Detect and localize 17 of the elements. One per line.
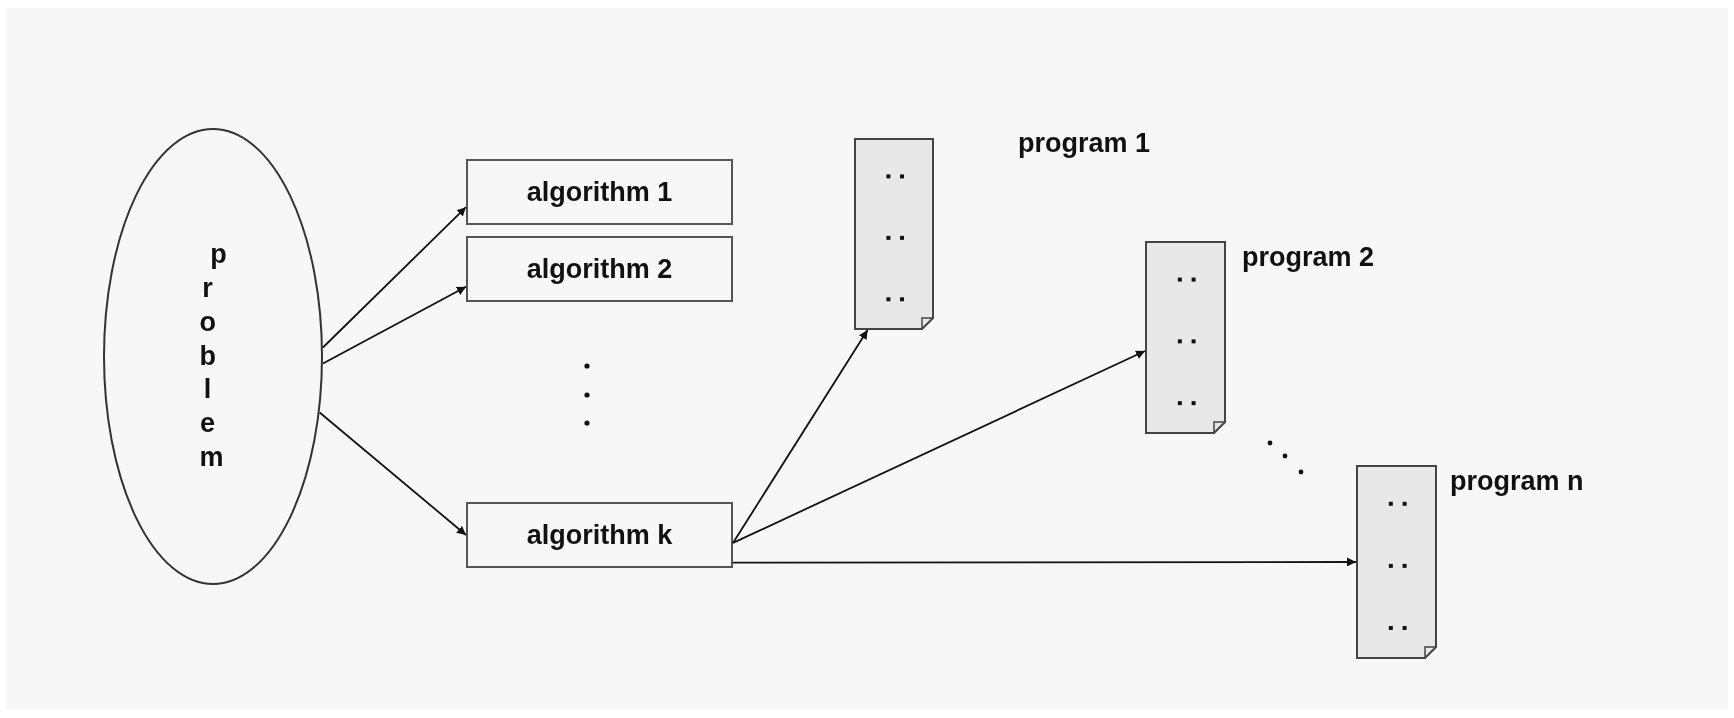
- problem-ellipse: [103, 128, 323, 585]
- arrow: [322, 285, 467, 365]
- vertical-label: problem: [199, 238, 227, 474]
- document-icon: [1145, 241, 1226, 434]
- arrow: [318, 411, 467, 536]
- arrow: [732, 329, 869, 544]
- arrow: [322, 206, 467, 349]
- algorithm-box: algorithm 2: [466, 236, 733, 302]
- program-label: program n: [1450, 466, 1584, 497]
- document-icon: [854, 138, 934, 330]
- algorithm-box: algorithm 1: [466, 159, 733, 225]
- document-icon: [1356, 465, 1437, 659]
- arrow: [732, 350, 1146, 544]
- algorithm-box: algorithm k: [466, 502, 733, 568]
- program-label: program 1: [1018, 128, 1151, 159]
- program-label: program 2: [1242, 242, 1375, 273]
- arrow: [732, 557, 1357, 567]
